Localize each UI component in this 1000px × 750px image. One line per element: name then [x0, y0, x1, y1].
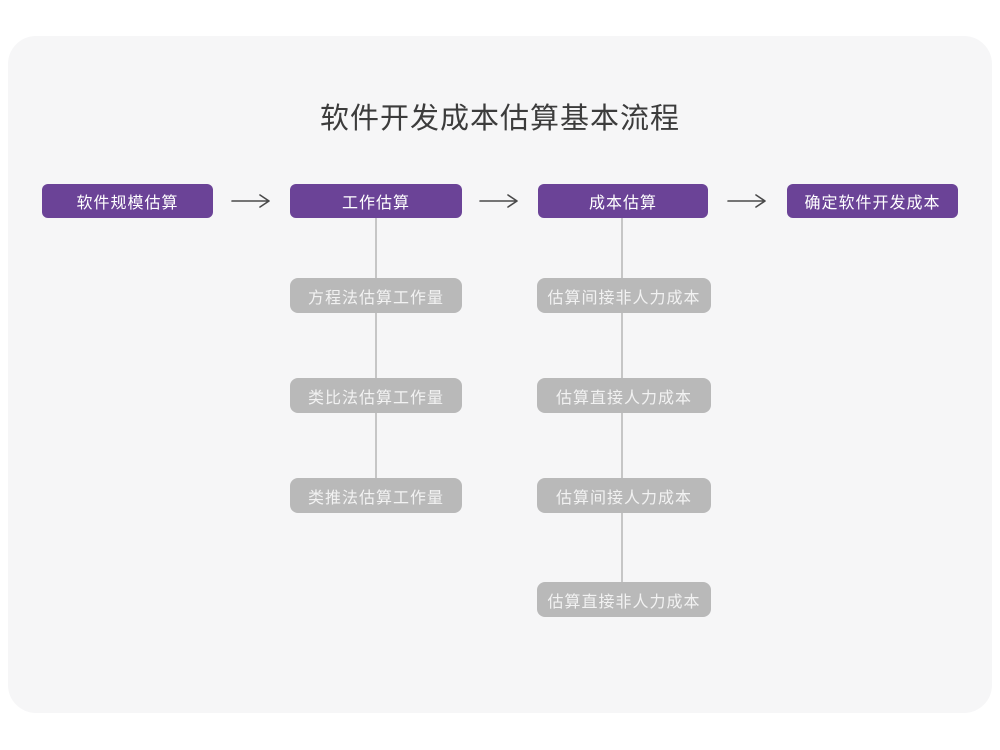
stage-node-cost-estimation: 成本估算 [538, 184, 708, 218]
arrow-right-icon [231, 194, 270, 208]
stage-node-work-estimation: 工作估算 [290, 184, 462, 218]
canvas-card [8, 36, 992, 713]
cost-node-indirect-labor: 估算间接人力成本 [537, 478, 711, 513]
connector-line [375, 218, 377, 496]
method-node-analogy: 类比法估算工作量 [290, 378, 462, 413]
method-node-extrapolation: 类推法估算工作量 [290, 478, 462, 513]
diagram-title: 软件开发成本估算基本流程 [319, 103, 680, 135]
cost-node-direct-labor: 估算直接人力成本 [537, 378, 711, 413]
arrow-right-icon [479, 194, 518, 208]
cost-node-indirect-nonlabor: 估算间接非人力成本 [537, 278, 711, 313]
cost-node-direct-nonlabor: 估算直接非人力成本 [537, 582, 711, 617]
method-node-equation: 方程法估算工作量 [290, 278, 462, 313]
arrow-right-icon [727, 194, 766, 208]
stage-node-size-estimation: 软件规模估算 [42, 184, 213, 218]
stage-node-final-cost: 确定软件开发成本 [787, 184, 958, 218]
